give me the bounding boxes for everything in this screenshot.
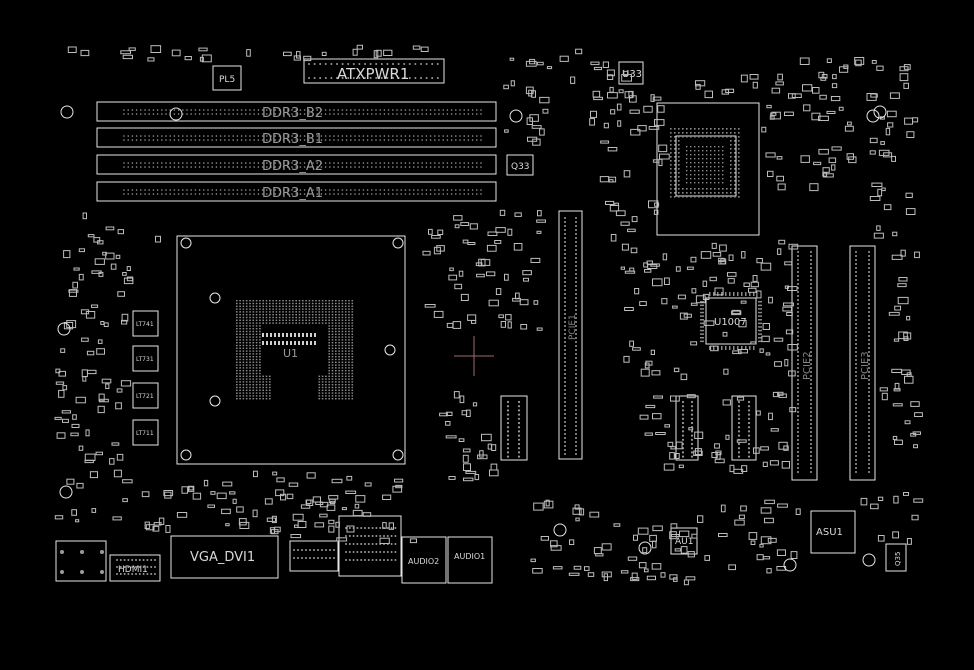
chip-u1007[interactable]: U1007 [700,292,762,350]
rear-port-hdmi[interactable]: HDMI1 [109,554,161,582]
transistor-q35-label: Q35 [894,552,902,566]
atx-power-label: ATXPWR1 [337,65,409,83]
pci-slot-2-label: PCIE2 [802,351,813,380]
chipset-bga[interactable] [656,102,760,236]
header-block-3[interactable] [500,395,528,461]
transistor-q33[interactable]: Q33 [506,154,534,176]
rear-port-audio-1-label: AUDIO1 [454,552,485,561]
rear-port-vga-dvi-label: VGA_DVI1 [190,550,255,565]
chip-asu1[interactable]: ASU1 [810,510,856,554]
rear-port-ps2[interactable] [55,540,107,582]
transistor-q33-label: Q33 [511,162,530,172]
choke-lt741-label: LT741 [136,321,154,328]
choke-lt721[interactable]: LT721 [132,382,159,409]
pcie-slot-1-label: PCIE1 [568,314,578,340]
pci-slot-3[interactable]: PCIE3 [849,245,876,481]
atx-power-connector[interactable]: ATXPWR1 [303,58,445,84]
rear-port-usb[interactable] [289,540,339,572]
inductor-pl5-label: PL5 [219,75,235,85]
chip-au1[interactable]: AU1 [670,527,698,555]
choke-lt731-label: LT731 [136,356,154,363]
cpu-socket[interactable]: U1 [176,235,406,465]
chip-u33[interactable]: U33 [618,61,644,85]
inductor-pl5[interactable]: PL5 [212,65,242,91]
small-passive-components [54,44,924,586]
choke-lt711-label: LT711 [136,430,154,437]
choke-lt741[interactable]: LT741 [132,310,159,337]
crosshair-cursor-icon [454,336,494,376]
chip-u1007-label: U1007 [714,317,747,328]
header-block-2[interactable] [731,395,757,461]
rear-port-audio-1[interactable]: AUDIO1 [447,536,493,584]
chip-au1-label: AU1 [675,537,693,547]
transistor-q35[interactable]: Q35 [885,543,907,572]
choke-lt721-label: LT721 [136,393,154,400]
choke-lt731[interactable]: LT731 [132,345,159,372]
rear-port-vga-dvi[interactable]: VGA_DVI1 [170,535,279,579]
pci-slot-2[interactable]: PCIE2 [791,245,818,481]
chip-u33-label: U33 [622,69,642,80]
choke-lt711[interactable]: LT711 [132,419,159,446]
rear-port-audio-2-label: AUDIO2 [408,557,439,566]
pci-slot-3-label: PCIE3 [860,351,871,380]
rear-port-hdmi-label: HDMI1 [118,565,148,575]
rear-port-audio-2[interactable]: AUDIO2 [401,536,447,584]
cpu-socket-label: U1 [283,347,298,360]
pcie-slot-1[interactable]: PCIE1 [558,210,583,460]
chip-asu1-label: ASU1 [816,527,843,538]
